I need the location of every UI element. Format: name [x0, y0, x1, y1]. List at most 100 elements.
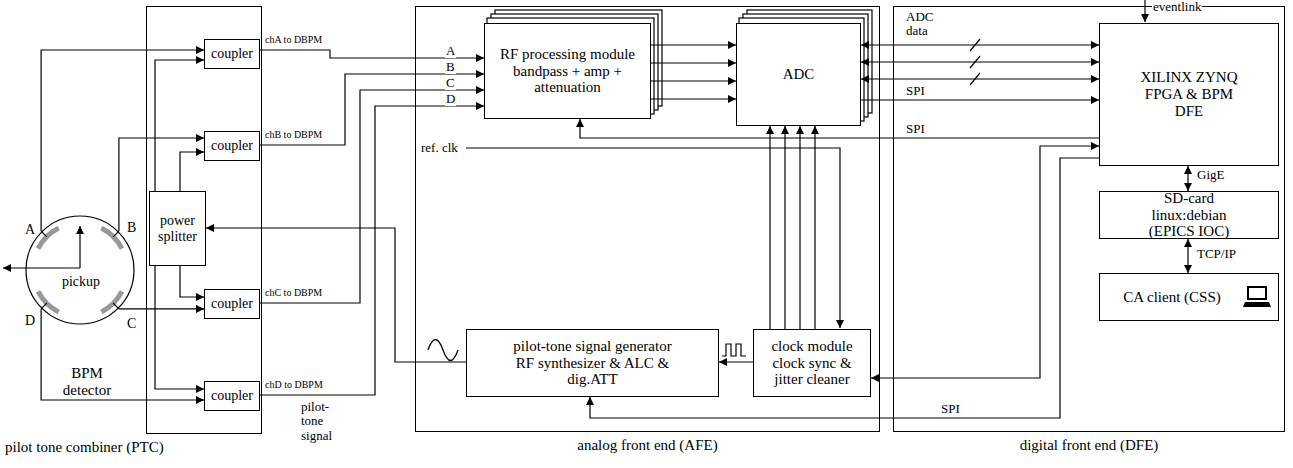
connector: [180, 266, 204, 297]
box-title: coupler: [211, 388, 253, 404]
connector-line: [651, 98, 736, 99]
layout-stroke: [3, 267, 80, 268]
box-title: clock module: [771, 338, 852, 355]
edge-label: B: [445, 60, 456, 74]
edge-label: ADC data: [905, 10, 947, 39]
block-box: SD-card linux:debian (EPICS IOC): [1099, 191, 1279, 239]
connector-line: [155, 60, 204, 191]
pickup-label: pickup: [60, 274, 102, 290]
block-box: XILINX ZYNQ FPGA & BPM DFE: [1099, 23, 1279, 166]
box-title: coupler: [211, 138, 253, 154]
module-frame: pilot tone combiner (PTC)couplercouplerp…: [146, 6, 262, 434]
channel-label: chC to DBPM: [264, 287, 323, 298]
connector: [119, 308, 204, 309]
channel-label: chD to DBPM: [264, 379, 324, 390]
detector-label: BPM detector: [55, 365, 119, 399]
connector: [260, 90, 484, 303]
connector: [155, 266, 204, 389]
connector-line: [155, 266, 204, 389]
edge-label: A: [445, 44, 456, 58]
connector-line: [769, 126, 770, 329]
edge-label: TCP/IP: [1196, 247, 1237, 261]
edge-label: SPI: [940, 402, 961, 416]
edge-label: GigE: [1196, 168, 1225, 182]
box-title: coupler: [211, 296, 253, 312]
frame-heading: analog front end (AFE): [416, 437, 879, 454]
box-title: pilot-tone signal generator: [513, 338, 671, 355]
connector-line: [784, 126, 785, 329]
layout-stroke: [1144, 0, 1145, 22]
electrode-letter: C: [126, 316, 137, 331]
connector: [871, 146, 1099, 378]
connector-line: [651, 44, 736, 45]
connector-line: [651, 80, 736, 81]
connector: [155, 60, 204, 191]
module-frame: digital front end (DFE)XILINX ZYNQ FPGA …: [893, 6, 1285, 432]
box-title: ADC: [783, 66, 815, 83]
connector-line: [814, 126, 815, 329]
connector: [260, 74, 484, 145]
connector: [260, 106, 484, 395]
electrode-letter: B: [126, 220, 137, 235]
pickup-outline: [25, 215, 135, 325]
module-frame: analog front end (AFE)RF processing modu…: [415, 6, 880, 432]
box-title: XILINX ZYNQ FPGA & BPM DFE: [1133, 69, 1245, 119]
laptop-icon: [1242, 284, 1272, 310]
connector: [861, 100, 1099, 101]
block-box: coupler: [204, 131, 260, 161]
box-title: RF processing module: [500, 46, 635, 63]
edge-label: SPI: [905, 84, 926, 98]
block-box: pilot-tone signal generatorRF synthesize…: [466, 329, 719, 397]
block-box: coupler: [204, 289, 260, 319]
layout-stroke: [79, 226, 80, 268]
connector-line: [180, 152, 204, 191]
connector: [770, 126, 815, 329]
connector-line: [861, 78, 1099, 79]
block-box: ADC: [736, 23, 861, 126]
frame-heading: digital front end (DFE): [894, 437, 1284, 454]
box-body: RF synthesizer & ALC & dig.ATT: [505, 355, 680, 389]
connector-line: [799, 126, 800, 329]
connector: [180, 152, 204, 191]
connector: [1188, 166, 1189, 191]
layout-stroke: [101, 228, 122, 249]
connector-line: [119, 308, 204, 309]
block-box: clock moduleclock sync & jitter cleaner: [753, 329, 871, 397]
block-box: RF processing modulebandpass + amp + att…: [484, 23, 651, 119]
sine-symbol: [428, 340, 458, 361]
box-body: bandpass + amp + attenuation: [503, 63, 633, 97]
channel-label: chB to DBPM: [264, 129, 323, 140]
edge-label: SPI: [905, 122, 926, 136]
layout-stroke: [38, 291, 59, 312]
box-title: SD-card linux:debian (EPICS IOC): [1133, 190, 1245, 240]
block-box: power splitter: [149, 191, 206, 266]
block-box: coupler: [204, 39, 260, 69]
box-title: coupler: [211, 46, 253, 62]
connector: [1188, 239, 1189, 273]
connector-line: [1187, 166, 1188, 191]
edge-label: pilot- tone signal: [300, 400, 346, 443]
signal-label: eventlink: [1152, 0, 1202, 14]
layout-stroke: [466, 148, 840, 328]
connector-line: [260, 90, 484, 303]
signal-label: ref. clk: [420, 141, 459, 155]
electrode-letter: D: [24, 313, 36, 328]
box-title: CA client (CSS): [1123, 289, 1221, 306]
frame-heading: pilot tone combiner (PTC): [5, 439, 164, 456]
connector: [719, 362, 753, 363]
ref-clock-wire: [466, 0, 1145, 328]
electrode-letter: A: [24, 222, 36, 237]
connector-line: [719, 361, 753, 362]
box-body: clock sync & jitter cleaner: [762, 355, 862, 389]
connector: [861, 45, 1099, 79]
edge-label: C: [445, 76, 456, 90]
connector-line: [1187, 239, 1188, 273]
block-box: coupler: [204, 381, 260, 411]
connector-line: [260, 74, 484, 145]
layout-stroke: [38, 228, 59, 249]
block-box: CA client (CSS): [1099, 273, 1279, 321]
edge-label: D: [445, 92, 456, 106]
channel-label: chA to DBPM: [264, 34, 323, 45]
layout-stroke: [101, 291, 122, 312]
box-title: power splitter: [150, 213, 205, 244]
